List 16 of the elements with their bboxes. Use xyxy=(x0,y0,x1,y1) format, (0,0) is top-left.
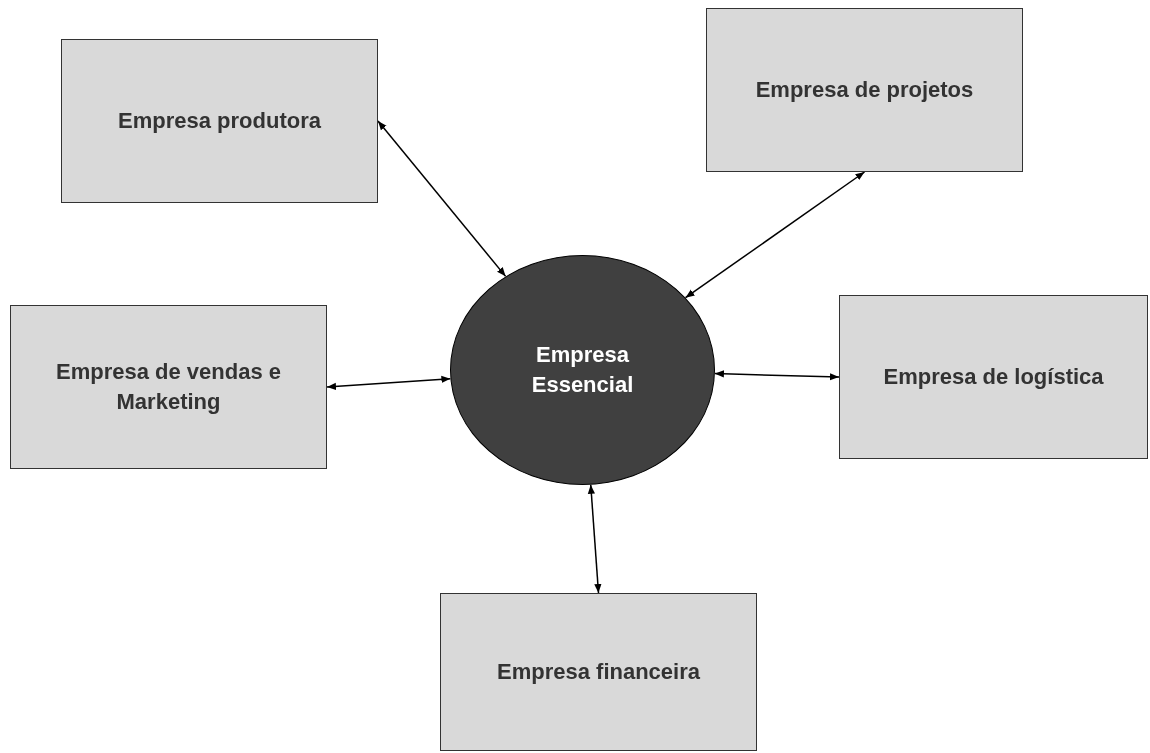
company-box xyxy=(440,593,757,751)
company-box xyxy=(61,39,378,203)
double-arrow xyxy=(714,370,840,381)
double-arrow xyxy=(684,171,866,299)
double-arrow xyxy=(377,120,507,278)
node-label: Empresa financeira xyxy=(496,658,701,686)
double-arrow xyxy=(326,375,452,390)
double-arrow xyxy=(587,484,602,594)
node-label: Empresa de logística xyxy=(882,363,1105,391)
node-label: Empresa Essencial xyxy=(530,341,635,399)
company-box xyxy=(706,8,1023,172)
node-label: Empresa produtora xyxy=(117,107,322,135)
node-label: Empresa de projetos xyxy=(754,76,975,104)
company-box xyxy=(839,295,1148,459)
node-label: Empresa de vendas e Marketing xyxy=(55,358,282,416)
company-box xyxy=(10,305,327,469)
